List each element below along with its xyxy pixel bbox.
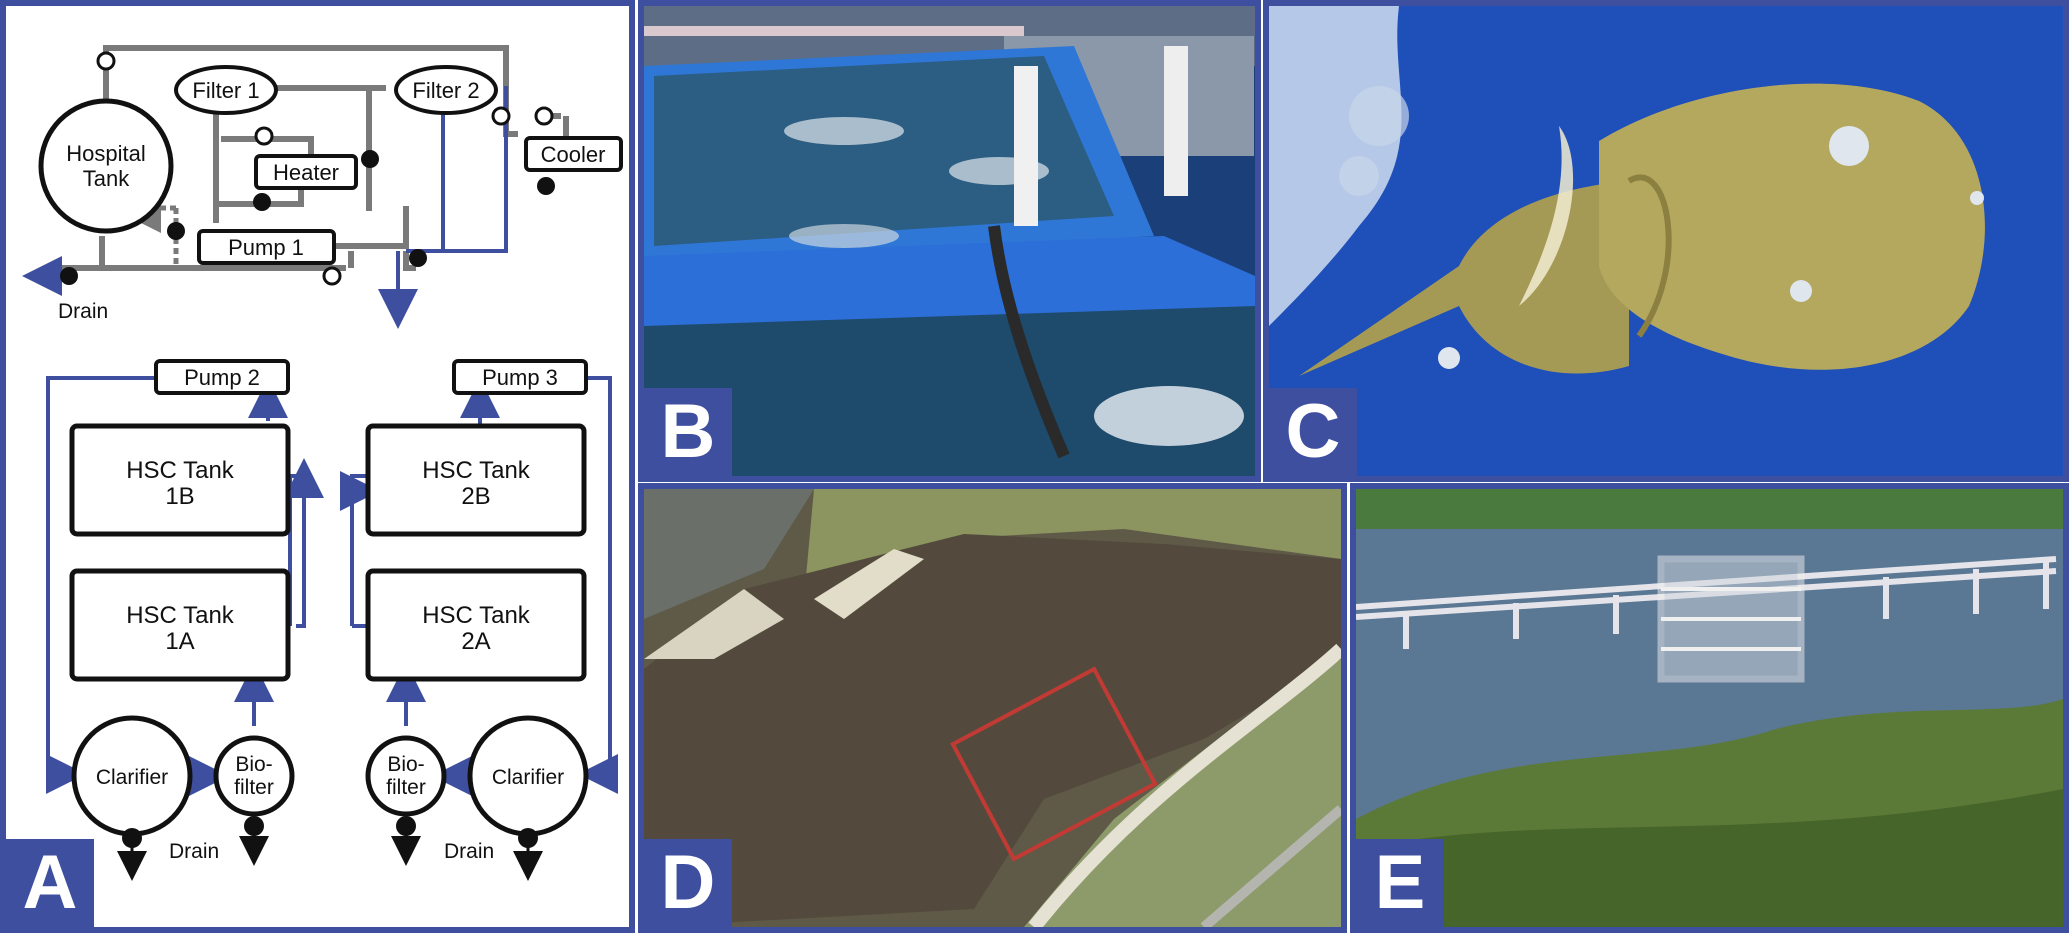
heater-label: Heater: [273, 160, 339, 185]
filter-1: [174, 65, 278, 115]
photo-aerial-pond: [644, 489, 1341, 927]
cooler: [524, 136, 623, 172]
drain-label-right: Drain: [444, 840, 494, 863]
pump-1: [197, 229, 336, 265]
hsc-tank-2b-label-2: 2B: [461, 483, 490, 510]
hsc-tank-2a: [365, 568, 587, 682]
hsc-tank-1a-label-1: HSC Tank: [126, 602, 235, 629]
hsc-tank-1a: [69, 568, 291, 682]
photo-horseshoe-crab: [1269, 6, 2063, 476]
biofilter-right: [365, 735, 447, 817]
drain-label-left: Drain: [169, 840, 219, 863]
panel-b-letter: B: [644, 388, 732, 476]
panel-d-letter: D: [644, 839, 732, 927]
svg-text:Bio-filter: Bio-filter: [386, 753, 426, 799]
panel-a-letter: A: [6, 839, 94, 927]
hsc-tank-1b-label-1: HSC Tank: [126, 457, 235, 484]
pump-2: [154, 359, 290, 395]
filter-2-label: Filter 2: [412, 78, 479, 103]
svg-text:Bio-filter: Bio-filter: [234, 753, 274, 799]
hsc-tank-2b-label-1: HSC Tank: [422, 457, 531, 484]
hospital-tank-label-2: Tank: [83, 166, 130, 191]
hsc-tank-1b-label-2: 1B: [165, 483, 194, 510]
panel-e: E: [1350, 483, 2069, 933]
pump-1-label: Pump 1: [228, 235, 304, 260]
pump-3: [452, 359, 588, 395]
hsc-tank-2a-label-2: 2A: [461, 628, 490, 655]
panel-c-letter: C: [1269, 388, 1357, 476]
biofilter-left: [213, 735, 295, 817]
photo-holding-tanks: [644, 6, 1255, 476]
pump-2-label: Pump 2: [184, 365, 260, 390]
panel-d: D: [638, 483, 1347, 933]
hospital-tank: [38, 98, 174, 234]
filter-1-label: Filter 1: [192, 78, 259, 103]
clarifier-right-label: Clarifier: [492, 766, 564, 789]
hsc-tank-1a-label-2: 1A: [165, 628, 194, 655]
photo-field-enclosure: [1356, 489, 2063, 927]
biofilter-right-label-2: filter: [386, 776, 426, 799]
panel-e-letter: E: [1356, 839, 1444, 927]
panel-b: B: [638, 0, 1261, 482]
cooler-label: Cooler: [541, 142, 606, 167]
biofilter-left-label-1: Bio-: [235, 753, 272, 776]
panel-c: C: [1263, 0, 2069, 482]
hsc-tank-2a-label-1: HSC Tank: [422, 602, 531, 629]
drains-right: [391, 816, 543, 881]
drain-label-top: Drain: [58, 300, 108, 323]
heater: [254, 154, 358, 190]
filter-2: [394, 65, 498, 115]
clarifier-left-label: Clarifier: [96, 766, 168, 789]
hsc-tank-1b: [69, 423, 291, 537]
drains-left: [117, 816, 269, 881]
pump-3-label: Pump 3: [482, 365, 558, 390]
biofilter-left-label-2: filter: [234, 776, 274, 799]
valves: [60, 51, 555, 286]
hospital-tank-label-1: Hospital: [66, 141, 145, 166]
biofilter-right-label-1: Bio-: [387, 753, 424, 776]
hsc-tank-2b: [365, 423, 587, 537]
